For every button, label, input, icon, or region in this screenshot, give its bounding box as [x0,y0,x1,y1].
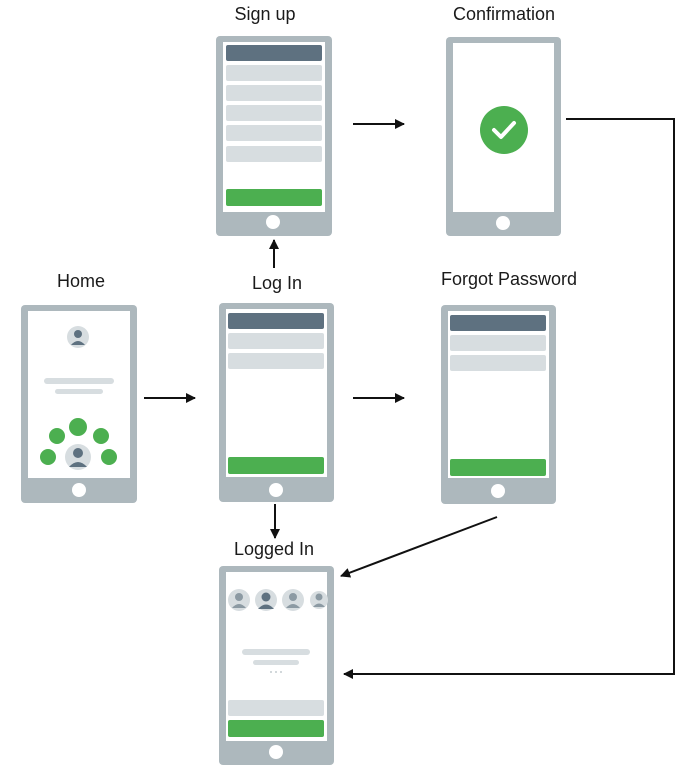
dot [270,671,272,673]
phone-logged-in [219,566,334,765]
checkmark-icon [492,121,516,139]
phone-home-button [72,483,86,497]
label-logged-in: Logged In [234,539,314,559]
avatar-icon [65,444,91,470]
avatar-icon [67,326,89,348]
loggedin-button [228,720,324,737]
label-home: Home [57,271,105,291]
phone-home [21,305,137,503]
loggedin-field [228,700,324,716]
bubble [49,428,65,444]
signup-field [226,125,322,141]
bubble [40,449,56,465]
arrow-confirmation-to-loggedin [343,118,675,679]
login-field [228,353,324,369]
login-submit-button [228,457,324,474]
loggedin-text-line [253,660,299,665]
bubble [69,418,87,436]
phone-home-button [491,484,505,498]
label-forgot-password: Forgot Password [441,269,577,289]
arrow-forgot-to-loggedin [340,516,498,578]
avatar-icon [255,589,277,611]
phone-home-button [496,216,510,230]
phone-home-button [269,483,283,497]
dot [275,671,277,673]
signup-header-field [226,45,322,61]
login-header-field [228,313,324,329]
signup-field [226,105,322,121]
phone-home-button [269,745,283,759]
forgot-header-field [450,315,546,331]
signup-field [226,146,322,162]
forgot-submit-button [450,459,546,476]
phone-confirmation [446,37,561,236]
phone-signup [216,36,332,236]
label-login: Log In [252,273,302,293]
loggedin-text-line [242,649,310,655]
phone-forgot-password [441,305,556,504]
label-signup: Sign up [234,4,295,24]
dot [280,671,282,673]
home-text-line [44,378,114,384]
label-confirmation: Confirmation [453,4,555,24]
bubble [93,428,109,444]
home-text-line [55,389,103,394]
phone-login [219,303,334,502]
avatar-icon [228,589,250,611]
signup-field [226,85,322,101]
login-field [228,333,324,349]
signup-field [226,65,322,81]
avatar-icon [310,591,328,609]
forgot-field [450,355,546,371]
forgot-field [450,335,546,351]
avatar-icon [282,589,304,611]
success-circle [480,106,528,154]
phone-home-button [266,215,280,229]
signup-submit-button [226,189,322,206]
bubble [101,449,117,465]
